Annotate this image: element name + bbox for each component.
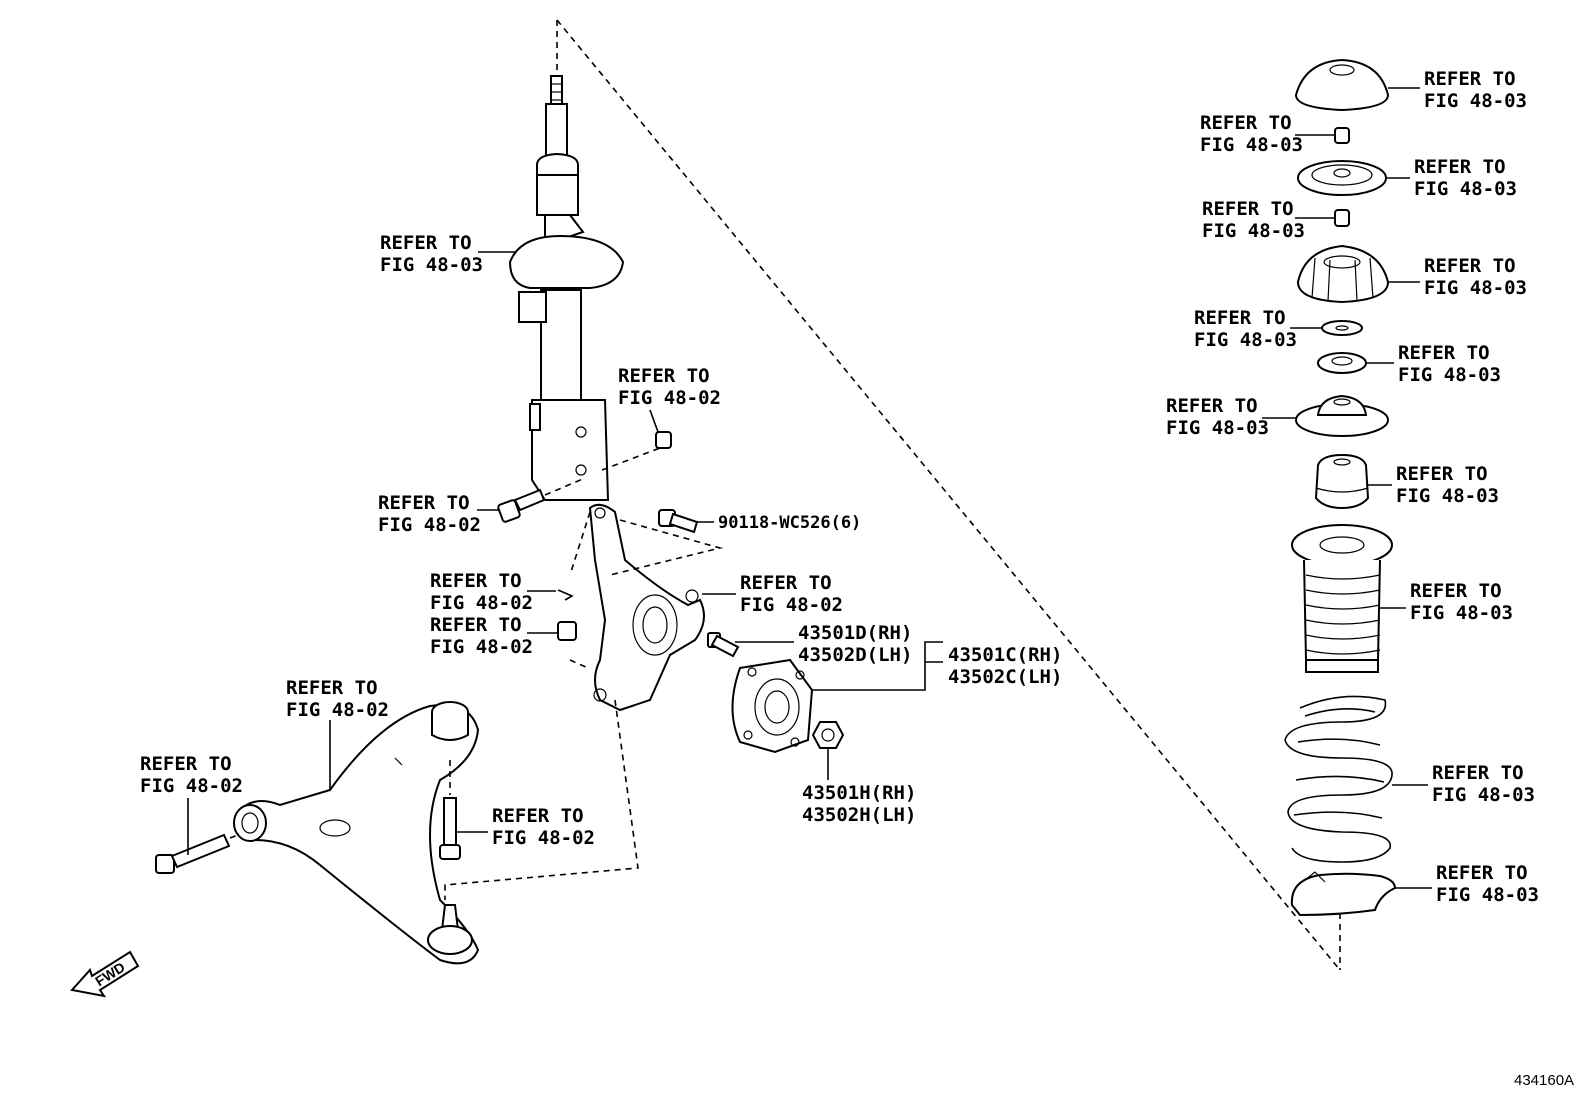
hub-assembly-part-numbers: 43501C(RH)43502C(LH) (948, 644, 1063, 688)
bump-stopper (1314, 453, 1370, 510)
hub-nut-part-numbers: 43501H(RH)43502H(LH) (802, 782, 917, 826)
upper-support-mount (1296, 244, 1390, 304)
top-nut-1 (1334, 127, 1350, 144)
castle-nut (557, 621, 577, 641)
cotter-pin (557, 589, 574, 601)
axle-hub-assembly (731, 658, 814, 754)
hub-nut (811, 721, 845, 749)
washer (1321, 320, 1363, 336)
arm-bolt (155, 833, 239, 874)
hub-bolt (707, 632, 740, 658)
top-cap (1294, 58, 1390, 112)
lower-control-arm (233, 701, 480, 965)
strut-nut (601, 431, 672, 471)
bearing (1297, 160, 1387, 196)
hub-bolt-part-numbers: 43501D(RH)43502D(LH) (798, 622, 913, 666)
coil-spring (1284, 695, 1393, 863)
assembly-dashed-outline (556, 19, 1341, 971)
knuckle-bolt (658, 509, 699, 534)
ball-joint-bolt (439, 760, 461, 860)
strut-bolt (497, 477, 586, 523)
collar (1317, 352, 1367, 374)
leader-lines (187, 87, 1432, 889)
lower-spring-seat (1290, 871, 1397, 917)
dust-boot (1291, 524, 1393, 673)
figure-code: 434160A (1514, 1072, 1575, 1089)
knuckle-bolt-part-number: 90118-WC526(6) (718, 513, 862, 533)
upper-spring-seat (1295, 394, 1389, 437)
top-nut-2 (1334, 209, 1350, 227)
fwd-arrow-icon (70, 950, 140, 998)
shock-absorber-strut (508, 75, 625, 501)
steering-knuckle (444, 503, 724, 900)
